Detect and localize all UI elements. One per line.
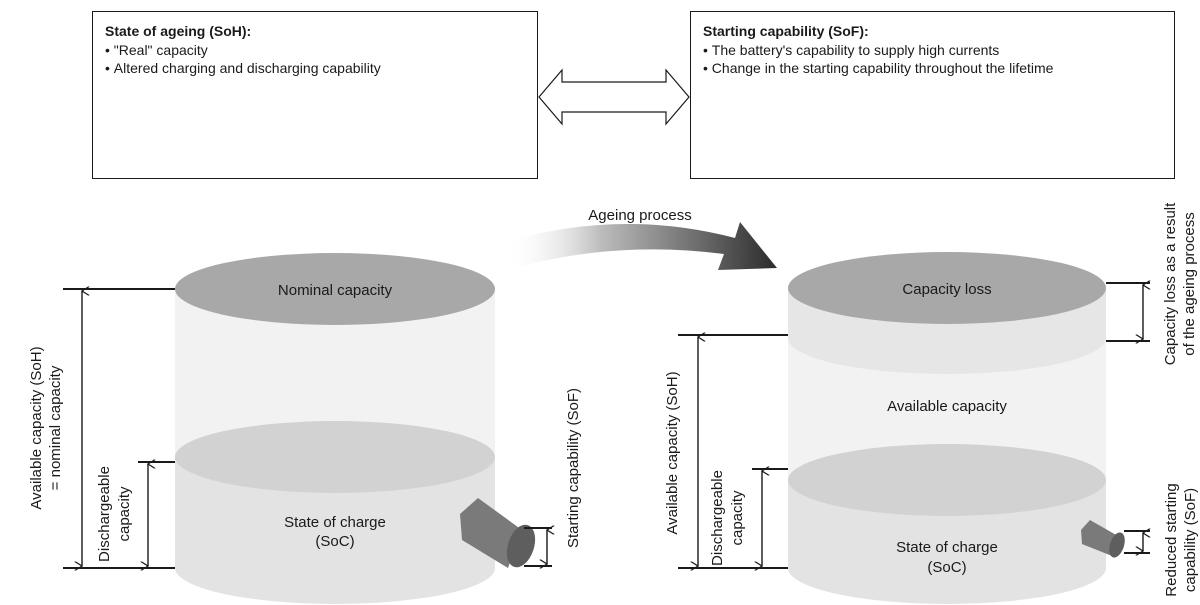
sof-info-box: Starting capability (SoF): The battery's… (690, 11, 1175, 179)
soh-item-real-capacity: "Real" capacity (105, 41, 525, 59)
right-available-capacity-label: Available capacity (887, 398, 1007, 415)
right-soc-label-2: (SoC) (927, 559, 966, 576)
left-soc-label-2: (SoC) (315, 533, 354, 550)
soh-title: State of ageing (SoH): (105, 23, 252, 39)
right-pipe-icon (1081, 520, 1125, 558)
double-arrow-icon (538, 68, 690, 126)
sof-item-lifetime-change: Change in the starting capability throug… (703, 59, 1162, 77)
sof-list: The battery's capability to supply high … (703, 41, 1162, 77)
soh-info-box: State of ageing (SoH): "Real" capacity A… (92, 11, 538, 179)
left-nominal-capacity-label: Nominal capacity (278, 282, 393, 299)
left-available-label-2: = nominal capacity (47, 365, 64, 490)
left-soc-label-1: State of charge (284, 514, 386, 531)
right-dischargeable-label-1: Dischargeable (709, 470, 726, 566)
right-loss-label-2: of the ageing process (1181, 212, 1198, 355)
left-available-label-1: Available capacity (SoH) (28, 346, 45, 509)
right-soc-label-1: State of charge (896, 539, 998, 556)
right-reduced-label-1: Reduced starting (1163, 483, 1180, 596)
right-charge-ellipse (788, 444, 1106, 516)
ageing-process-label: Ageing process (588, 207, 691, 224)
sof-title: Starting capability (SoF): (703, 23, 869, 39)
right-available-label: Available capacity (SoH) (664, 371, 681, 534)
left-dischargeable-label-2: capacity (116, 486, 133, 542)
soh-list: "Real" capacity Altered charging and dis… (105, 41, 525, 77)
right-battery-cylinder (788, 252, 1125, 604)
left-dischargeable-label-1: Dischargeable (96, 466, 113, 562)
left-top-ellipse (175, 253, 495, 325)
right-loss-label-1: Capacity loss as a result (1162, 202, 1179, 365)
sof-item-high-currents: The battery's capability to supply high … (703, 41, 1162, 59)
right-reduced-label-2: capability (SoF) (1182, 488, 1199, 592)
right-dischargeable-label-2: capacity (729, 490, 746, 546)
left-battery-cylinder (175, 253, 536, 604)
soh-item-altered-charging: Altered charging and discharging capabil… (105, 59, 525, 77)
left-starting-capability-label: Starting capability (SoF) (565, 388, 582, 548)
right-top-ellipse (788, 252, 1106, 324)
left-lower-body (175, 457, 495, 604)
left-pipe-icon (460, 498, 536, 568)
ageing-arrow-icon (505, 222, 777, 270)
right-capacity-loss-label: Capacity loss (902, 281, 991, 298)
left-charge-ellipse (175, 421, 495, 493)
